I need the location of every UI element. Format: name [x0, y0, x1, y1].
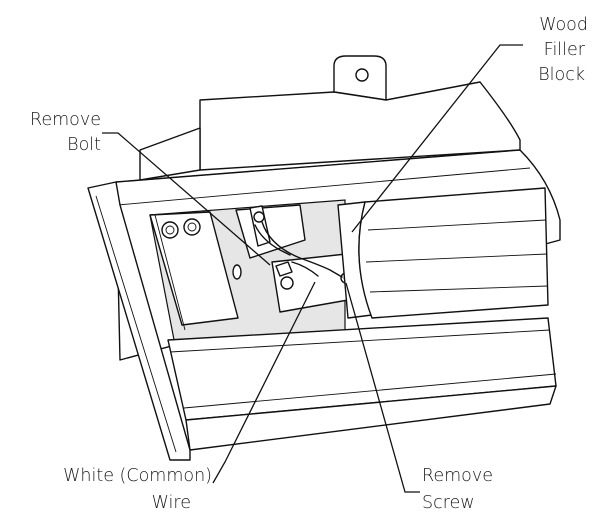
white-common-wire — [261, 221, 343, 278]
bolt-to-remove — [275, 261, 294, 290]
leader-remove-bolt — [102, 132, 271, 266]
label-remove-screw: Remove Screw — [422, 466, 493, 513]
svg-text:Remove: Remove — [30, 110, 101, 130]
terminal-bolts — [161, 218, 242, 280]
leader-white-common-wire — [212, 281, 316, 484]
top-housing-panel — [199, 81, 521, 171]
lower-housing — [167, 317, 557, 451]
svg-text:Screw: Screw — [422, 493, 475, 513]
leader-lines — [102, 44, 523, 493]
label-remove-bolt: Remove Bolt — [30, 110, 101, 155]
svg-text:Block: Block — [538, 65, 585, 85]
leader-remove-screw — [345, 282, 420, 493]
svg-text:White (Common): White (Common) — [63, 466, 212, 486]
interior-compartment — [149, 199, 349, 346]
svg-text:Bolt: Bolt — [67, 135, 101, 155]
svg-text:Remove: Remove — [422, 466, 493, 486]
wood-filler-block — [337, 187, 549, 319]
svg-text:Wire: Wire — [152, 493, 191, 513]
svg-text:Wood: Wood — [539, 15, 588, 35]
left-side-flange — [139, 127, 201, 181]
bracket — [249, 205, 291, 256]
label-white-common-wire: White (Common) Wire — [63, 466, 212, 513]
mounting-tab — [333, 55, 387, 101]
leader-wood-filler-block — [351, 44, 523, 233]
label-wood-filler-block: Wood Filler Block — [538, 15, 588, 85]
svg-text:Filler: Filler — [544, 40, 586, 60]
